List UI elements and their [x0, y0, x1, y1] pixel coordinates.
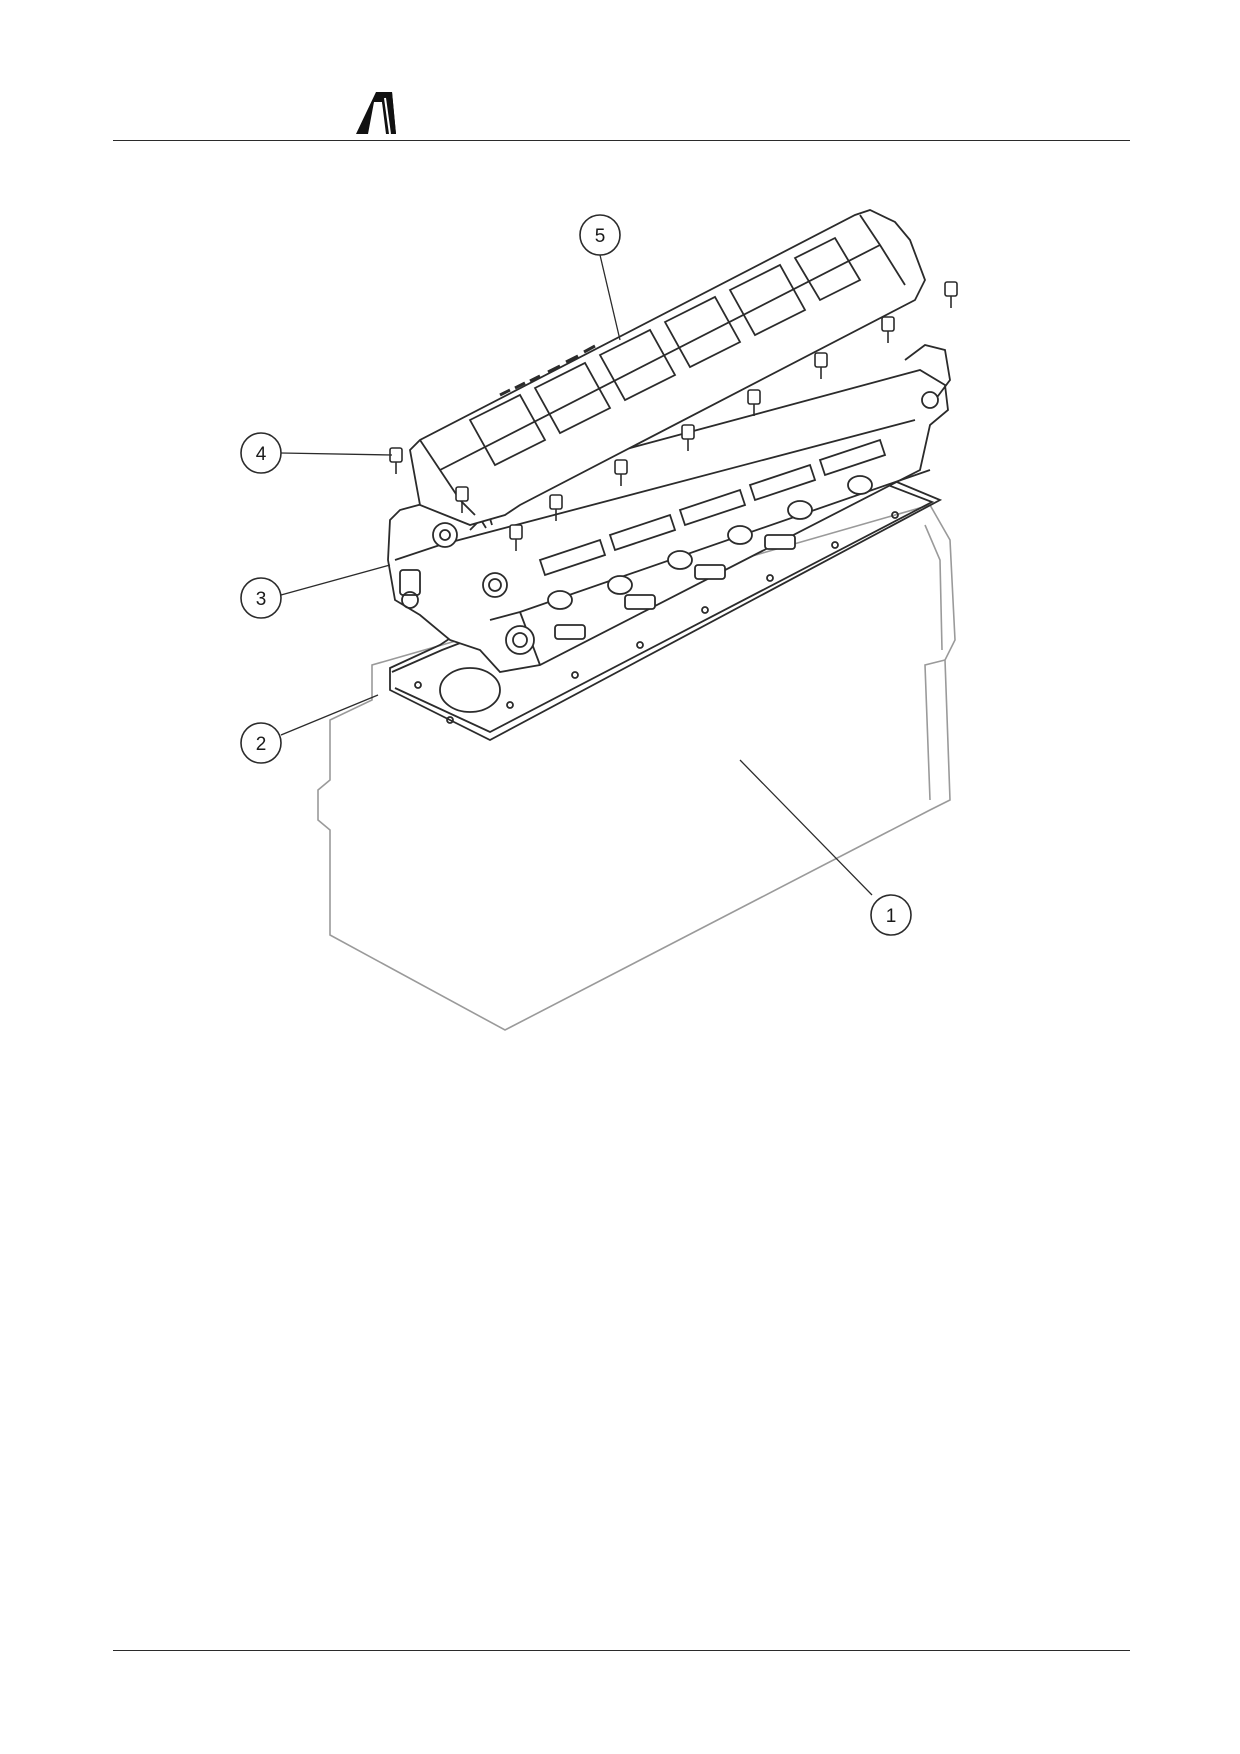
- bolt: [814, 352, 828, 379]
- brand-logo: [356, 92, 396, 135]
- callout-5-label: 5: [595, 226, 606, 247]
- leader-lines: [280, 254, 873, 896]
- bolt: [614, 459, 628, 486]
- callout-5: 5: [579, 214, 621, 256]
- callout-1: 1: [870, 894, 912, 936]
- cylinder-head: [387, 344, 951, 673]
- leader-line-3: [280, 564, 391, 596]
- bolt: [509, 524, 523, 551]
- leader-line-2: [280, 694, 379, 736]
- bolt: [681, 424, 695, 451]
- callout-3-label: 3: [256, 589, 267, 610]
- bolt: [389, 447, 403, 474]
- engine-block: [317, 504, 956, 1031]
- footer-rule: [113, 1650, 1130, 1651]
- bolt: [881, 316, 895, 343]
- callout-4: 4: [240, 432, 282, 474]
- valve-cover-bolts: [389, 281, 958, 551]
- callout-2: 2: [240, 722, 282, 764]
- callout-3: 3: [240, 577, 282, 619]
- bolt: [455, 486, 469, 513]
- callout-2-label: 2: [256, 734, 267, 755]
- leader-line-4: [280, 452, 393, 456]
- bolt: [747, 389, 761, 416]
- leader-line-1: [739, 759, 873, 896]
- bolt: [944, 281, 958, 308]
- callout-4-label: 4: [256, 444, 267, 465]
- header-rule: [113, 140, 1130, 141]
- valve-cover: [409, 209, 926, 526]
- bolt: [549, 494, 563, 521]
- head-gasket: [389, 474, 943, 742]
- leader-line-5: [599, 254, 621, 341]
- callout-1-label: 1: [886, 906, 897, 927]
